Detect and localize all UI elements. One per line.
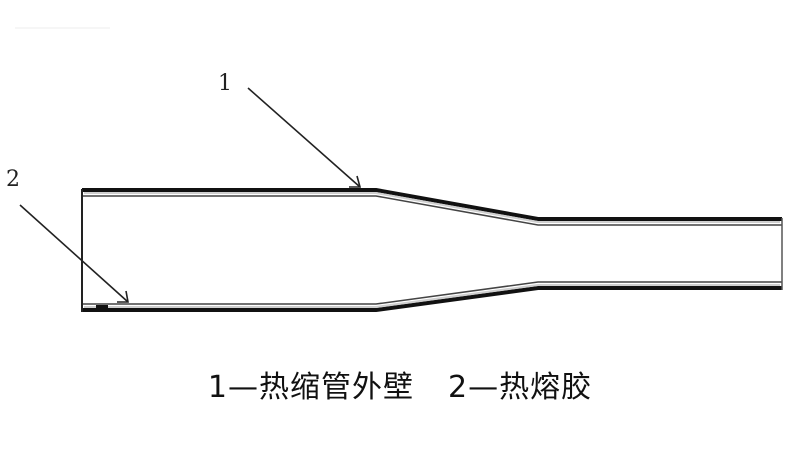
callout-label-2: 2 xyxy=(6,167,20,192)
adhesive-fill xyxy=(84,192,780,308)
tube-outer-wall xyxy=(82,188,782,312)
diagram-caption: 1—热缩管外壁 2—热熔胶 xyxy=(0,362,800,406)
adhesive-block xyxy=(96,305,108,309)
caption-item-2: 2—热熔胶 xyxy=(448,370,593,405)
callout-label-1: 1 xyxy=(218,71,232,96)
callout-arrow-2 xyxy=(19,204,129,303)
callout-arrow-1 xyxy=(247,87,362,188)
caption-item-1: 1—热缩管外壁 xyxy=(207,370,414,405)
hot-melt-adhesive-layer xyxy=(82,195,782,305)
